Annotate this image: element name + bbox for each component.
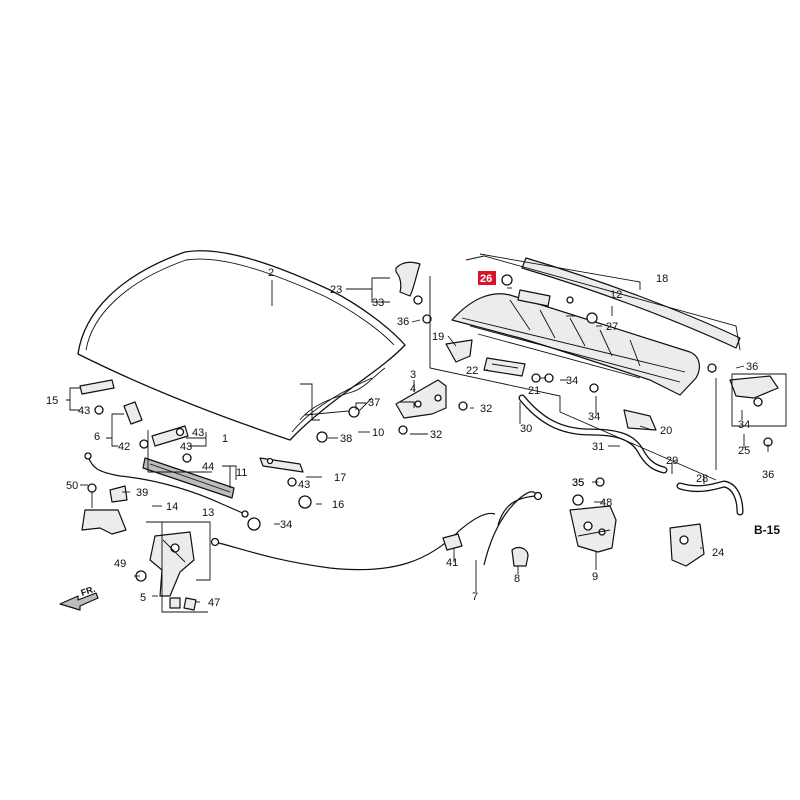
- hood-stay-clip: [395, 261, 432, 324]
- callout-29: 29: [666, 455, 678, 467]
- cable-clamp: [442, 533, 529, 567]
- callout-19: 19: [432, 331, 444, 343]
- callout-40: 39: [136, 487, 148, 499]
- callout-28: 28: [696, 473, 708, 485]
- callout-34b: 34: [588, 411, 600, 423]
- callout-36c: 36: [762, 469, 774, 481]
- callout-46: 48: [600, 497, 612, 509]
- cowl-clip-parts: [501, 274, 598, 324]
- callout-6: 6: [94, 431, 100, 443]
- callout-32b: 32: [480, 403, 492, 415]
- callout-16: 16: [332, 499, 344, 511]
- hood-latch-lever: [81, 483, 128, 535]
- callout-21: 21: [528, 385, 540, 397]
- callout-43: 43: [78, 405, 90, 417]
- callout-36b: 35: [572, 477, 584, 489]
- hood-support-rod: [142, 453, 235, 499]
- callout-42: 42: [118, 441, 130, 453]
- hood-latch-assembly: [135, 531, 197, 611]
- hood-bumpers: [247, 401, 468, 531]
- callout-48: 50: [66, 480, 78, 492]
- hood-bracket-left: [79, 379, 189, 449]
- callout-3: 3: [410, 369, 416, 381]
- cowl-side-panel-right: [623, 409, 657, 431]
- callout-20: 20: [660, 425, 672, 437]
- callout-1: 1: [222, 433, 228, 445]
- leader-lines: [66, 277, 769, 603]
- callout-14: 14: [166, 501, 178, 513]
- callout-32: 32: [430, 429, 442, 441]
- callout-11: 11: [236, 467, 247, 479]
- callout-25: 25: [738, 445, 750, 457]
- callout-34: 33: [372, 297, 384, 309]
- reference-label: B-15: [754, 523, 780, 537]
- callout-27: 27: [606, 321, 618, 333]
- cowl-top-panel: [451, 293, 700, 396]
- callout-10: 10: [372, 427, 384, 439]
- fr-label: FR.: [80, 584, 97, 598]
- callout-35b: 35: [572, 477, 584, 489]
- group-frames: [146, 253, 787, 613]
- callout-38: 38: [340, 433, 352, 445]
- callout-34c: 34: [738, 419, 750, 431]
- fasteners-cowl-center: [531, 363, 717, 393]
- callout-4: 4: [410, 383, 416, 395]
- callout-30: 30: [520, 423, 532, 435]
- hood-hinge: [395, 379, 447, 419]
- hood-lock: [569, 505, 617, 553]
- callout-23: 23: [330, 284, 342, 296]
- cowl-side-panel: [445, 339, 473, 363]
- callout-5: 5: [140, 592, 146, 604]
- callout-13: 13: [202, 507, 214, 519]
- washer-hoses: [518, 394, 744, 516]
- callout-44: 44: [202, 461, 214, 473]
- callout-2: 2: [268, 267, 274, 279]
- callout-labels: 2 23 33 36 3 4 37 10 38 32 32 15 43 6 42…: [46, 267, 774, 609]
- callout-36: 36: [397, 316, 409, 328]
- callout-39: 37: [368, 397, 380, 409]
- front-direction-arrow: FR.: [59, 584, 99, 611]
- windshield-molding: [521, 257, 741, 349]
- callout-7: 7: [472, 591, 478, 603]
- callout-31: 31: [592, 441, 604, 453]
- callout-9: 9: [592, 571, 598, 583]
- callout-33: 34: [280, 519, 292, 531]
- hood-opener-cable-left: [84, 452, 249, 518]
- callout-35: 34: [566, 375, 578, 387]
- callout-43c: 43: [180, 441, 192, 453]
- callout-15: 15: [46, 395, 58, 407]
- cowl-grille: [483, 357, 526, 377]
- callout-43b: 43: [192, 427, 204, 439]
- callout-43d: 43: [298, 479, 310, 491]
- fasteners-right: [572, 437, 773, 506]
- callout-26: 26: [480, 273, 492, 285]
- callout-37: 36: [746, 361, 758, 373]
- side-seal-plate: [669, 523, 705, 567]
- hood-bracket-17: [259, 457, 304, 473]
- callout-18: 18: [656, 273, 668, 285]
- callout-8: 8: [514, 573, 520, 585]
- callout-41: 41: [446, 557, 458, 569]
- callout-24: 24: [712, 547, 724, 559]
- callout-22: 22: [466, 365, 478, 377]
- callout-12: 12: [610, 289, 622, 301]
- callout-45: 47: [208, 597, 220, 609]
- callout-17: 17: [334, 472, 346, 484]
- hood-release-cable: [210, 491, 543, 571]
- callout-47: 49: [114, 558, 126, 570]
- highlight-26[interactable]: 26: [478, 271, 496, 285]
- cowl-bracket-right: [729, 375, 779, 407]
